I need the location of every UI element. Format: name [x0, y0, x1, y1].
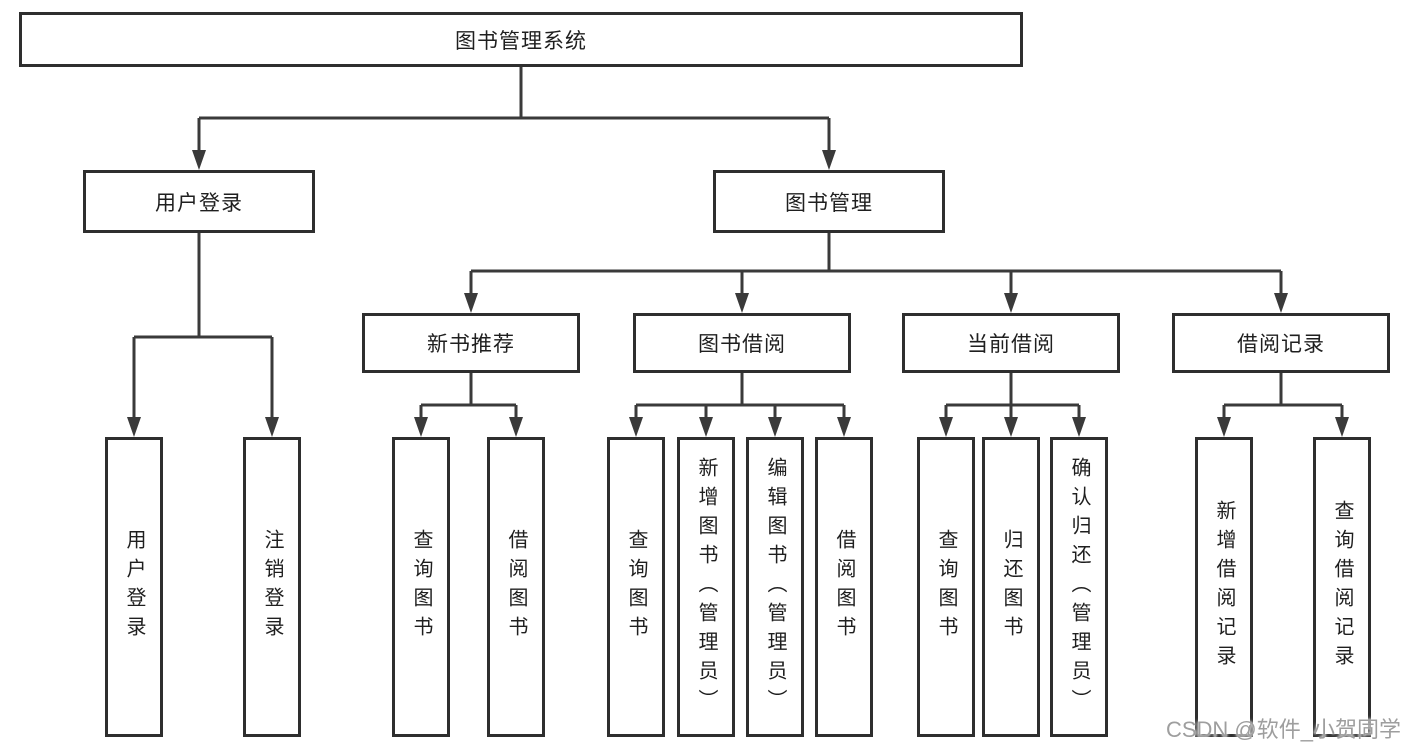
leaf-cb-confirm-return-admin: 确认归还（管理员） [1050, 437, 1108, 737]
leaf-label: 查询图书 [410, 529, 432, 645]
node-new-book-recommend: 新书推荐 [362, 313, 580, 373]
leaf-label: 新增借阅记录 [1213, 500, 1235, 674]
leaf-nb-query-books: 查询图书 [392, 437, 450, 737]
arrowhead-icons [127, 150, 1349, 437]
leaf-label: 确认归还（管理员） [1068, 456, 1090, 718]
leaf-label: 查询图书 [625, 529, 647, 645]
leaf-label: 用户登录 [123, 529, 145, 645]
node-current-borrowing: 当前借阅 [902, 313, 1120, 373]
leaf-label: 注销登录 [261, 529, 283, 645]
node-root-system: 图书管理系统 [19, 12, 1023, 67]
leaf-bb-edit-books-admin: 编辑图书（管理员） [746, 437, 804, 737]
leaf-bb-query-books: 查询图书 [607, 437, 665, 737]
node-book-borrowing: 图书借阅 [633, 313, 851, 373]
leaf-label: 查询借阅记录 [1331, 500, 1353, 674]
leaf-label: 查询图书 [935, 529, 957, 645]
tree-edges [132, 67, 1344, 419]
leaf-cb-return-books: 归还图书 [982, 437, 1040, 737]
node-book-management: 图书管理 [713, 170, 945, 233]
leaf-br-add-record: 新增借阅记录 [1195, 437, 1253, 737]
leaf-bb-borrow-books: 借阅图书 [815, 437, 873, 737]
leaf-label: 借阅图书 [505, 529, 527, 645]
node-borrowing-records: 借阅记录 [1172, 313, 1390, 373]
leaf-label: 编辑图书（管理员） [764, 456, 786, 718]
node-user-login: 用户登录 [83, 170, 315, 233]
leaf-nb-borrow-books: 借阅图书 [487, 437, 545, 737]
leaf-label: 新增图书（管理员） [695, 456, 717, 718]
leaf-label: 归还图书 [1000, 529, 1022, 645]
leaf-logout: 注销登录 [243, 437, 301, 737]
leaf-cb-query-books: 查询图书 [917, 437, 975, 737]
leaf-user-login: 用户登录 [105, 437, 163, 737]
leaf-label: 借阅图书 [833, 529, 855, 645]
leaf-bb-add-books-admin: 新增图书（管理员） [677, 437, 735, 737]
leaf-br-query-record: 查询借阅记录 [1313, 437, 1371, 737]
